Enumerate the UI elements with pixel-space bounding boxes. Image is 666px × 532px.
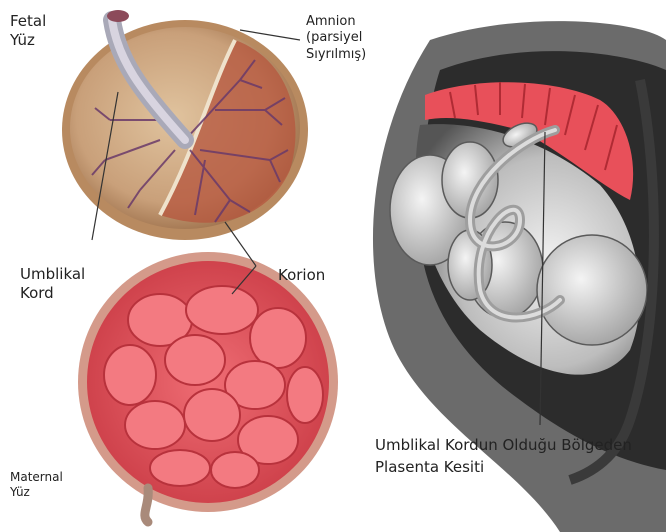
umbilical-cord-label: Umblikal Kord bbox=[20, 265, 85, 303]
section-caption: Umblikal Kordun Olduğu Bölgeden Plasenta… bbox=[375, 435, 632, 479]
maternal-face-placenta bbox=[78, 252, 338, 522]
amnion-label: Amnion (parsiyel Sıyrılmış) bbox=[306, 14, 366, 63]
fetal-face-placenta bbox=[62, 10, 308, 240]
fetal-face-label: Fetal Yüz bbox=[10, 12, 46, 50]
chorion-label: Korion bbox=[278, 266, 325, 285]
maternal-face-label: Maternal Yüz bbox=[10, 470, 63, 500]
